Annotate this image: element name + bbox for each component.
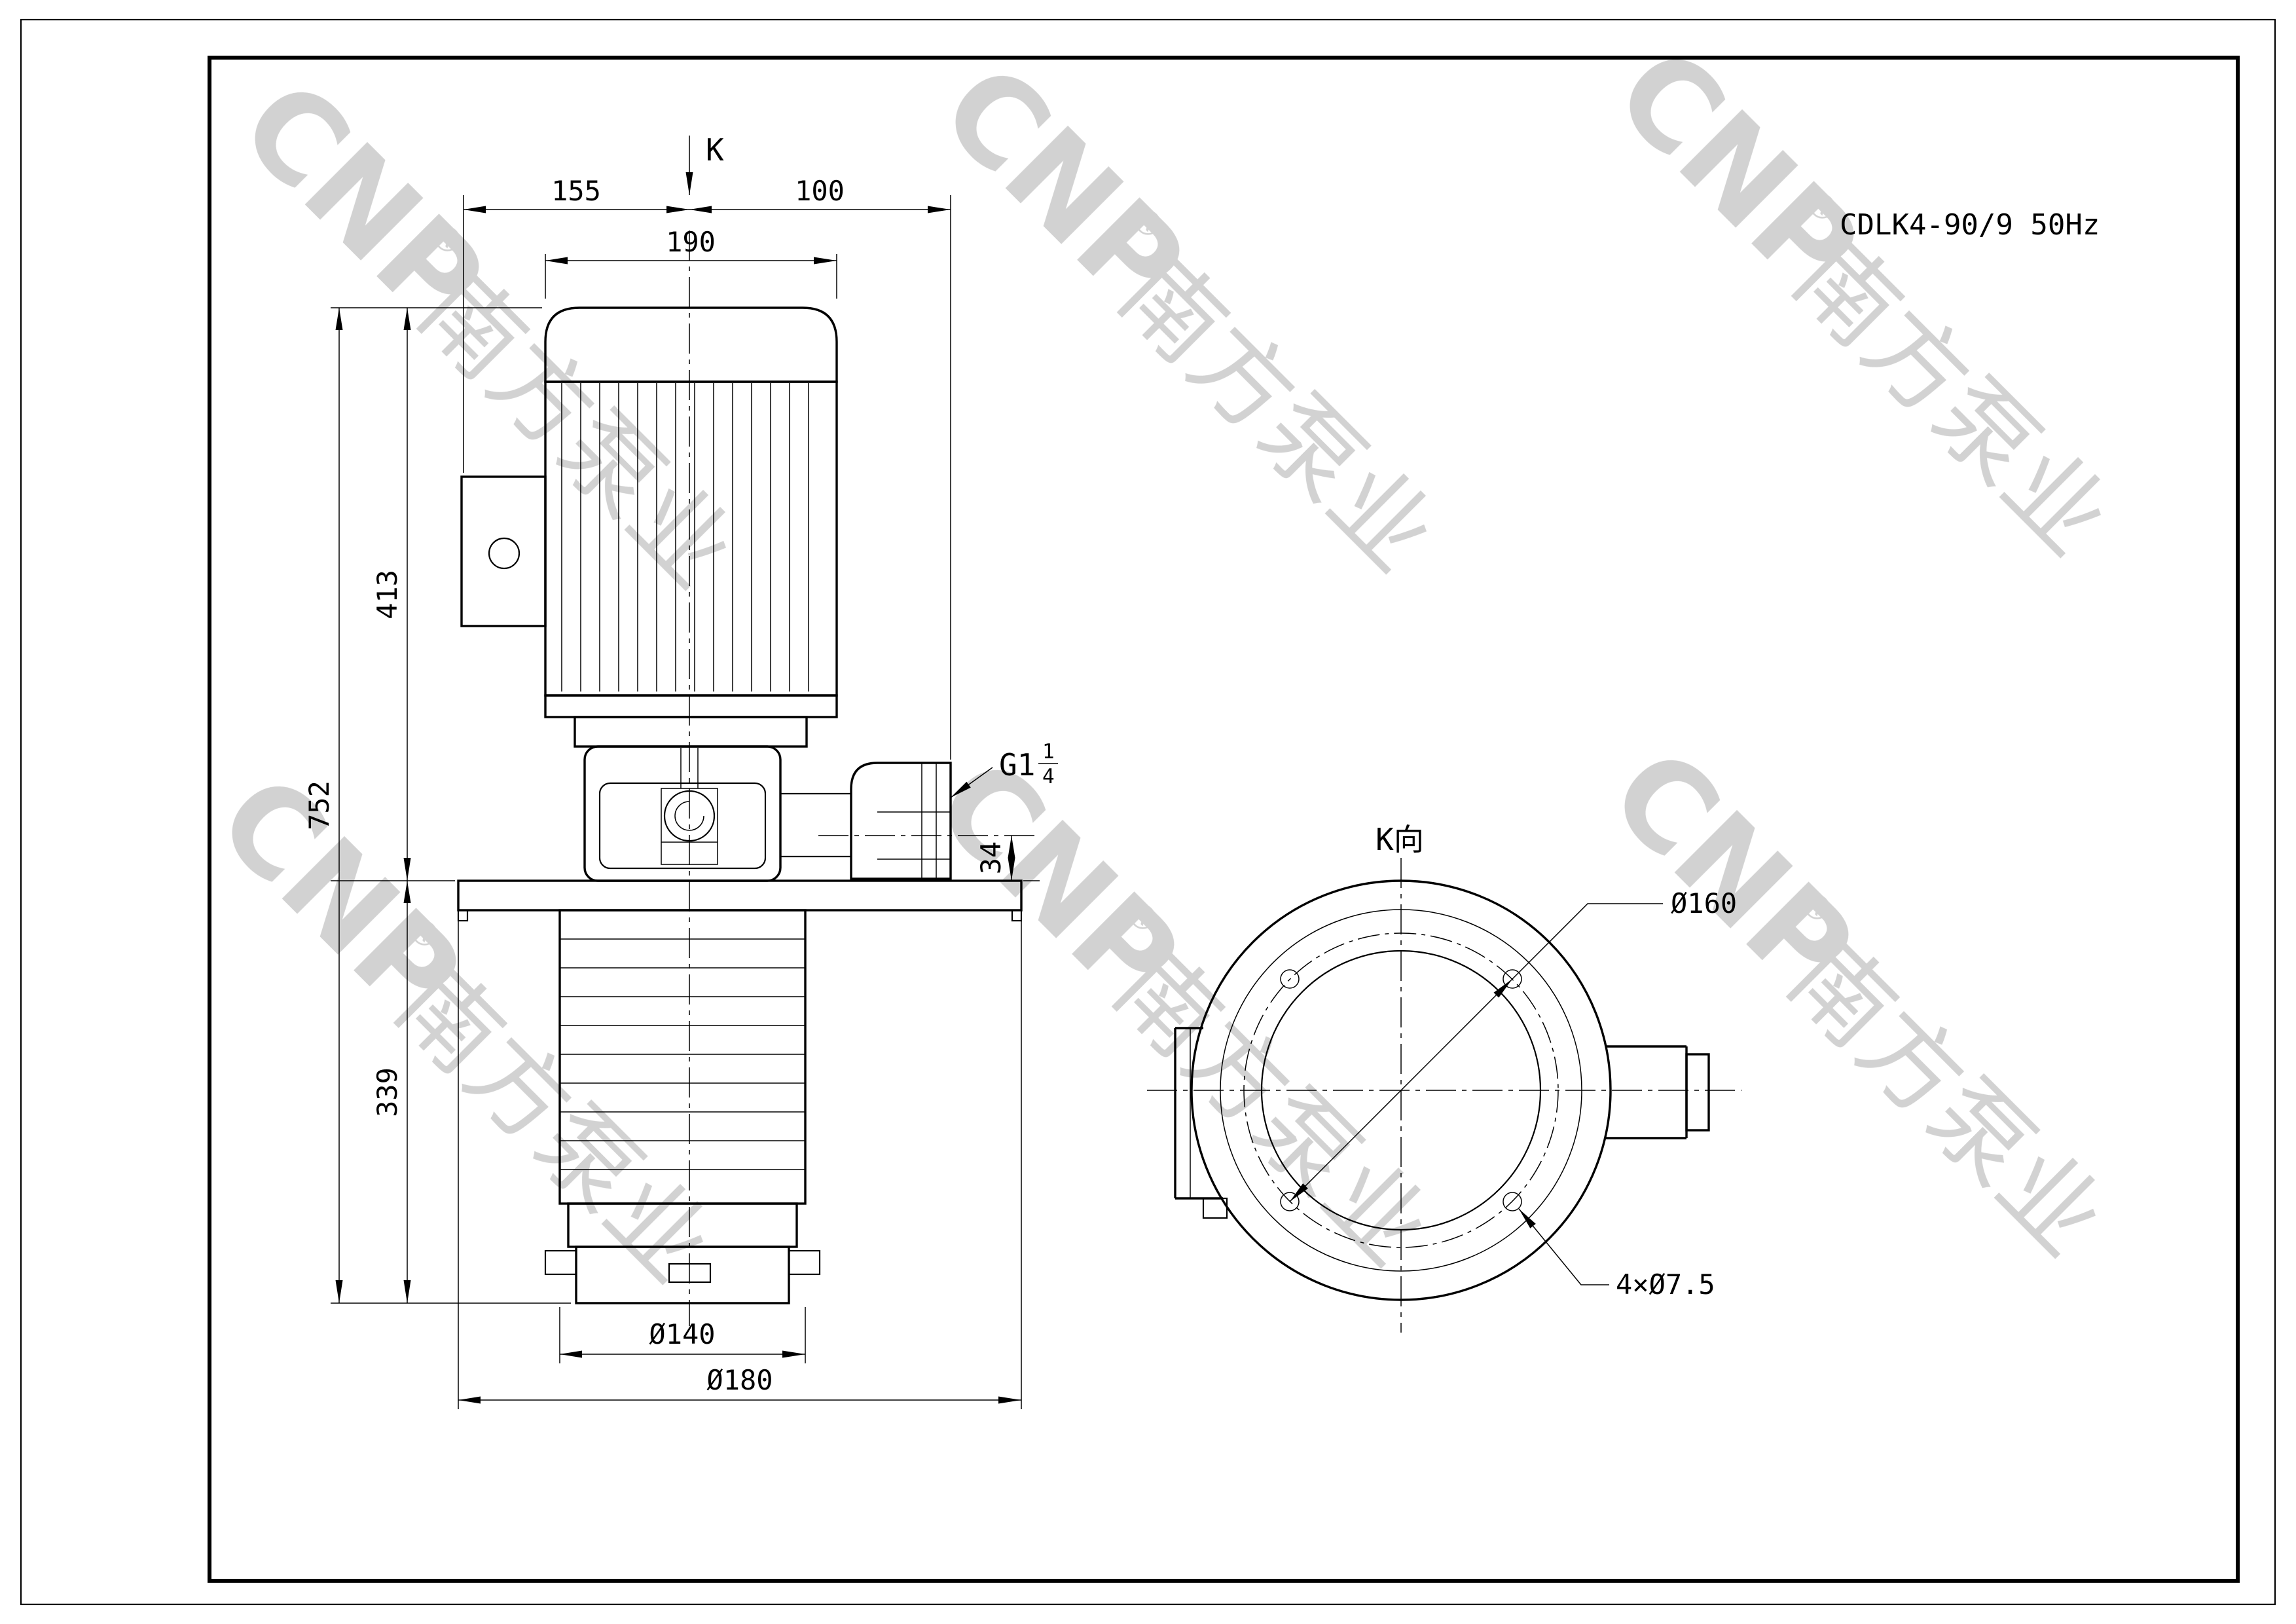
drain-plug — [668, 1263, 712, 1283]
head-window — [598, 782, 767, 870]
watermark — [914, 37, 1473, 597]
watermark — [191, 748, 750, 1307]
watermark — [909, 731, 1468, 1291]
flange-face-circle — [1220, 909, 1582, 1272]
k-view-port — [1605, 1045, 1710, 1139]
cable-gland — [488, 537, 520, 570]
thread-leader — [950, 767, 993, 798]
motor-top-cap — [544, 306, 838, 383]
dim-d140: Ø140 — [649, 1318, 715, 1350]
dim-190: 190 — [666, 226, 716, 258]
dim-holes: 4×Ø7.5 — [1616, 1268, 1715, 1301]
dim-d160-extension — [1512, 903, 1663, 980]
discharge-port — [780, 762, 1040, 880]
coupling-detail — [674, 801, 704, 831]
watermark — [213, 54, 773, 613]
base-plate — [457, 879, 1023, 922]
holes-leader — [1518, 1208, 1609, 1285]
pump-barrel — [544, 909, 821, 1304]
inner-border — [208, 56, 2240, 1583]
watermark — [1588, 21, 2147, 580]
motor-cooling-fins — [561, 383, 809, 692]
thread-label: G1 — [999, 747, 1035, 783]
extension-lines — [331, 195, 1040, 1409]
flange-outer-circle — [1190, 879, 1612, 1301]
port-block — [850, 762, 952, 880]
dim-752: 752 — [303, 781, 335, 830]
bolt-circle — [1243, 932, 1559, 1248]
outer-border — [20, 18, 2276, 1606]
base-plate-body — [457, 879, 1023, 912]
k-view-terminal-box — [1174, 1027, 1228, 1219]
terminal-box-body — [460, 475, 547, 627]
sheet-border — [20, 18, 2276, 1606]
coupling-guard — [661, 788, 718, 865]
dim-339: 339 — [371, 1067, 403, 1117]
thread-fraction-numerator: 1 — [1042, 740, 1055, 764]
barrel-circle — [1260, 950, 1542, 1231]
dim-34: 34 — [975, 841, 1007, 875]
foot-ear-left — [544, 1249, 577, 1276]
thread-fraction-denominator: 4 — [1042, 765, 1055, 788]
view-k-arrow-label: K — [706, 132, 724, 168]
watermark — [1583, 722, 2142, 1281]
side-view-dimensions: 155 100 190 413 752 339 34 Ø140 Ø180 G1 … — [303, 175, 1058, 1409]
motor-flange — [544, 694, 838, 718]
dim-d160: Ø160 — [1671, 887, 1737, 919]
pump-head — [574, 716, 808, 882]
k-view-dimensions: Ø160 4×Ø7.5 — [1289, 887, 1737, 1301]
port-face — [1685, 1053, 1710, 1132]
bolt-hole — [1503, 1192, 1522, 1211]
k-cable-gland — [1202, 1197, 1228, 1219]
drawing-title: CDLK4-90/9 50Hz — [1840, 208, 2100, 242]
dim-413: 413 — [371, 570, 403, 619]
dim-100: 100 — [795, 175, 845, 207]
dim-155: 155 — [551, 175, 601, 207]
terminal-box — [460, 475, 547, 627]
head-block — [583, 745, 782, 882]
side-view: K — [457, 132, 1040, 1326]
dim-line-d160 — [1289, 978, 1513, 1202]
dim-d180: Ø180 — [706, 1364, 773, 1396]
k-view-label: K向 — [1376, 822, 1424, 857]
stage-lines — [560, 938, 805, 1170]
motor-stool — [574, 716, 808, 748]
foot-ear-right — [788, 1249, 821, 1276]
thread-callout: G1 1 4 — [950, 740, 1058, 798]
coupling — [663, 790, 716, 842]
